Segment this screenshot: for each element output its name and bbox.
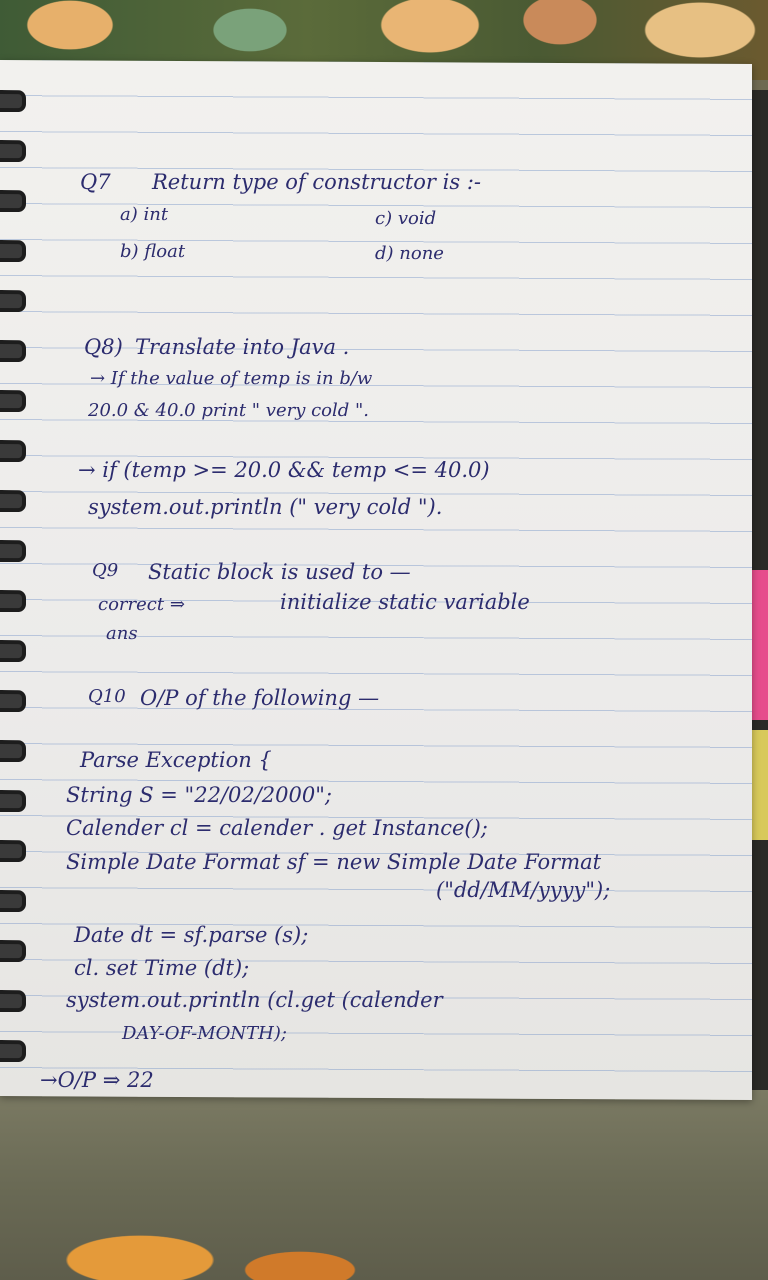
q8-code2: system.out.println (" very cold ").	[88, 495, 443, 519]
spiral-ring	[0, 890, 26, 913]
q7-option-a: a) int	[120, 204, 169, 225]
q10-label: Q10	[88, 686, 126, 707]
q9-answer: initialize static variable	[280, 590, 530, 614]
q9-label: Q9	[92, 560, 119, 581]
q7-question: Return type of constructor is :-	[152, 170, 481, 194]
spiral-ring	[0, 690, 26, 713]
spiral-ring	[0, 590, 26, 613]
q7-option-d: d) none	[375, 243, 444, 264]
q10-line: DAY-OF-MONTH);	[122, 1023, 287, 1044]
spiral-ring	[0, 490, 26, 513]
q10-output: →O/P ⇒ 22	[40, 1068, 154, 1092]
spiral-ring	[0, 340, 26, 363]
spiral-ring	[0, 640, 26, 663]
spiral-ring	[0, 1040, 26, 1063]
q10-line: Date dt = sf.parse (s);	[74, 923, 309, 947]
q10-line: ("dd/MM/yyyy");	[436, 878, 611, 902]
q10-line: system.out.println (cl.get (calender	[66, 988, 443, 1012]
spiral-ring	[0, 940, 26, 963]
q10-line: Parse Exception {	[80, 748, 272, 772]
spiral-ring	[0, 840, 26, 863]
q9-correct: correct ⇒	[98, 594, 185, 615]
fabric-background-bottom	[0, 1090, 768, 1280]
spiral-ring	[0, 990, 26, 1013]
q7-option-b: b) float	[120, 241, 186, 262]
spiral-ring	[0, 140, 26, 163]
spiral-ring	[0, 240, 26, 263]
q8-title: Translate into Java .	[135, 335, 350, 359]
spiral-ring	[0, 540, 26, 563]
q8-line2: 20.0 & 40.0 print " very cold ".	[88, 400, 370, 421]
spiral-ring	[0, 90, 26, 113]
q9-question: Static block is used to —	[148, 560, 411, 584]
q8-label: Q8)	[84, 335, 123, 359]
q7-label: Q7	[80, 170, 111, 194]
q10-line: Simple Date Format sf = new Simple Date …	[66, 850, 602, 874]
q7-option-c: c) void	[375, 208, 437, 229]
spiral-ring	[0, 290, 26, 313]
q10-line: cl. set Time (dt);	[74, 956, 250, 980]
spiral-ring	[0, 390, 26, 413]
spiral-ring	[0, 740, 26, 763]
yellow-page-tab	[752, 730, 768, 840]
spiral-ring	[0, 190, 26, 213]
q8-code1: → if (temp >= 20.0 && temp <= 40.0)	[78, 458, 490, 482]
q9-ans: ans	[106, 623, 138, 644]
q10-line: Calender cl = calender . get Instance();	[66, 816, 488, 840]
q10-title: O/P of the following —	[140, 686, 380, 710]
q8-line1: → If the value of temp is in b/w	[90, 368, 373, 389]
spiral-ring	[0, 790, 26, 813]
q10-line: String S = "22/02/2000";	[66, 783, 332, 807]
spiral-ring	[0, 440, 26, 463]
